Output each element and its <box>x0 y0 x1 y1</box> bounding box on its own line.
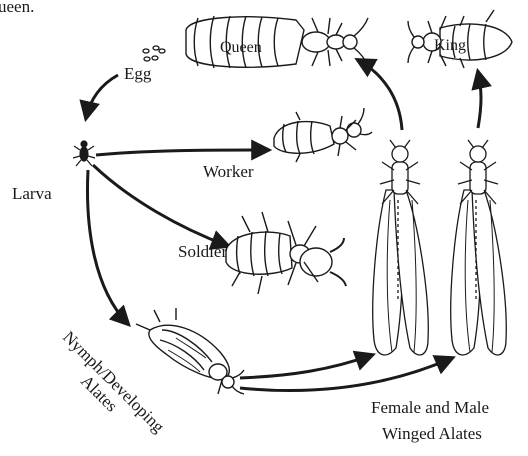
arrow-nymph-to-female-alate <box>240 355 372 378</box>
arrow-larva-to-nymph <box>87 170 128 324</box>
soldier-label: Soldier <box>178 242 227 261</box>
winged-alate-male-icon <box>451 140 507 355</box>
nymph-label: Nymph/Developing <box>59 327 168 436</box>
arrow-larva-to-worker <box>96 150 268 155</box>
king-label: King <box>434 37 466 54</box>
worker-label: Worker <box>203 162 254 181</box>
egg-label: Egg <box>124 64 152 83</box>
termite-soldier-icon <box>226 212 346 294</box>
arrow-egg-to-larva <box>86 75 118 118</box>
eggs-icon <box>143 46 165 61</box>
larva-label: Larva <box>12 184 52 203</box>
winged-alates-label-line1: Female and Male <box>371 398 489 417</box>
larva-icon <box>73 141 95 166</box>
termite-nymph-icon <box>136 308 244 394</box>
winged-alates-label-line2: Winged Alates <box>382 424 482 443</box>
header-fragment: ueen. <box>0 0 34 16</box>
arrow-alate-to-king <box>478 72 481 128</box>
termite-queen-icon <box>186 16 368 68</box>
termite-worker-icon <box>274 108 372 162</box>
winged-alate-female-icon <box>373 140 429 355</box>
arrow-alate-to-queen <box>358 60 402 130</box>
queen-label: Queen <box>220 39 262 56</box>
